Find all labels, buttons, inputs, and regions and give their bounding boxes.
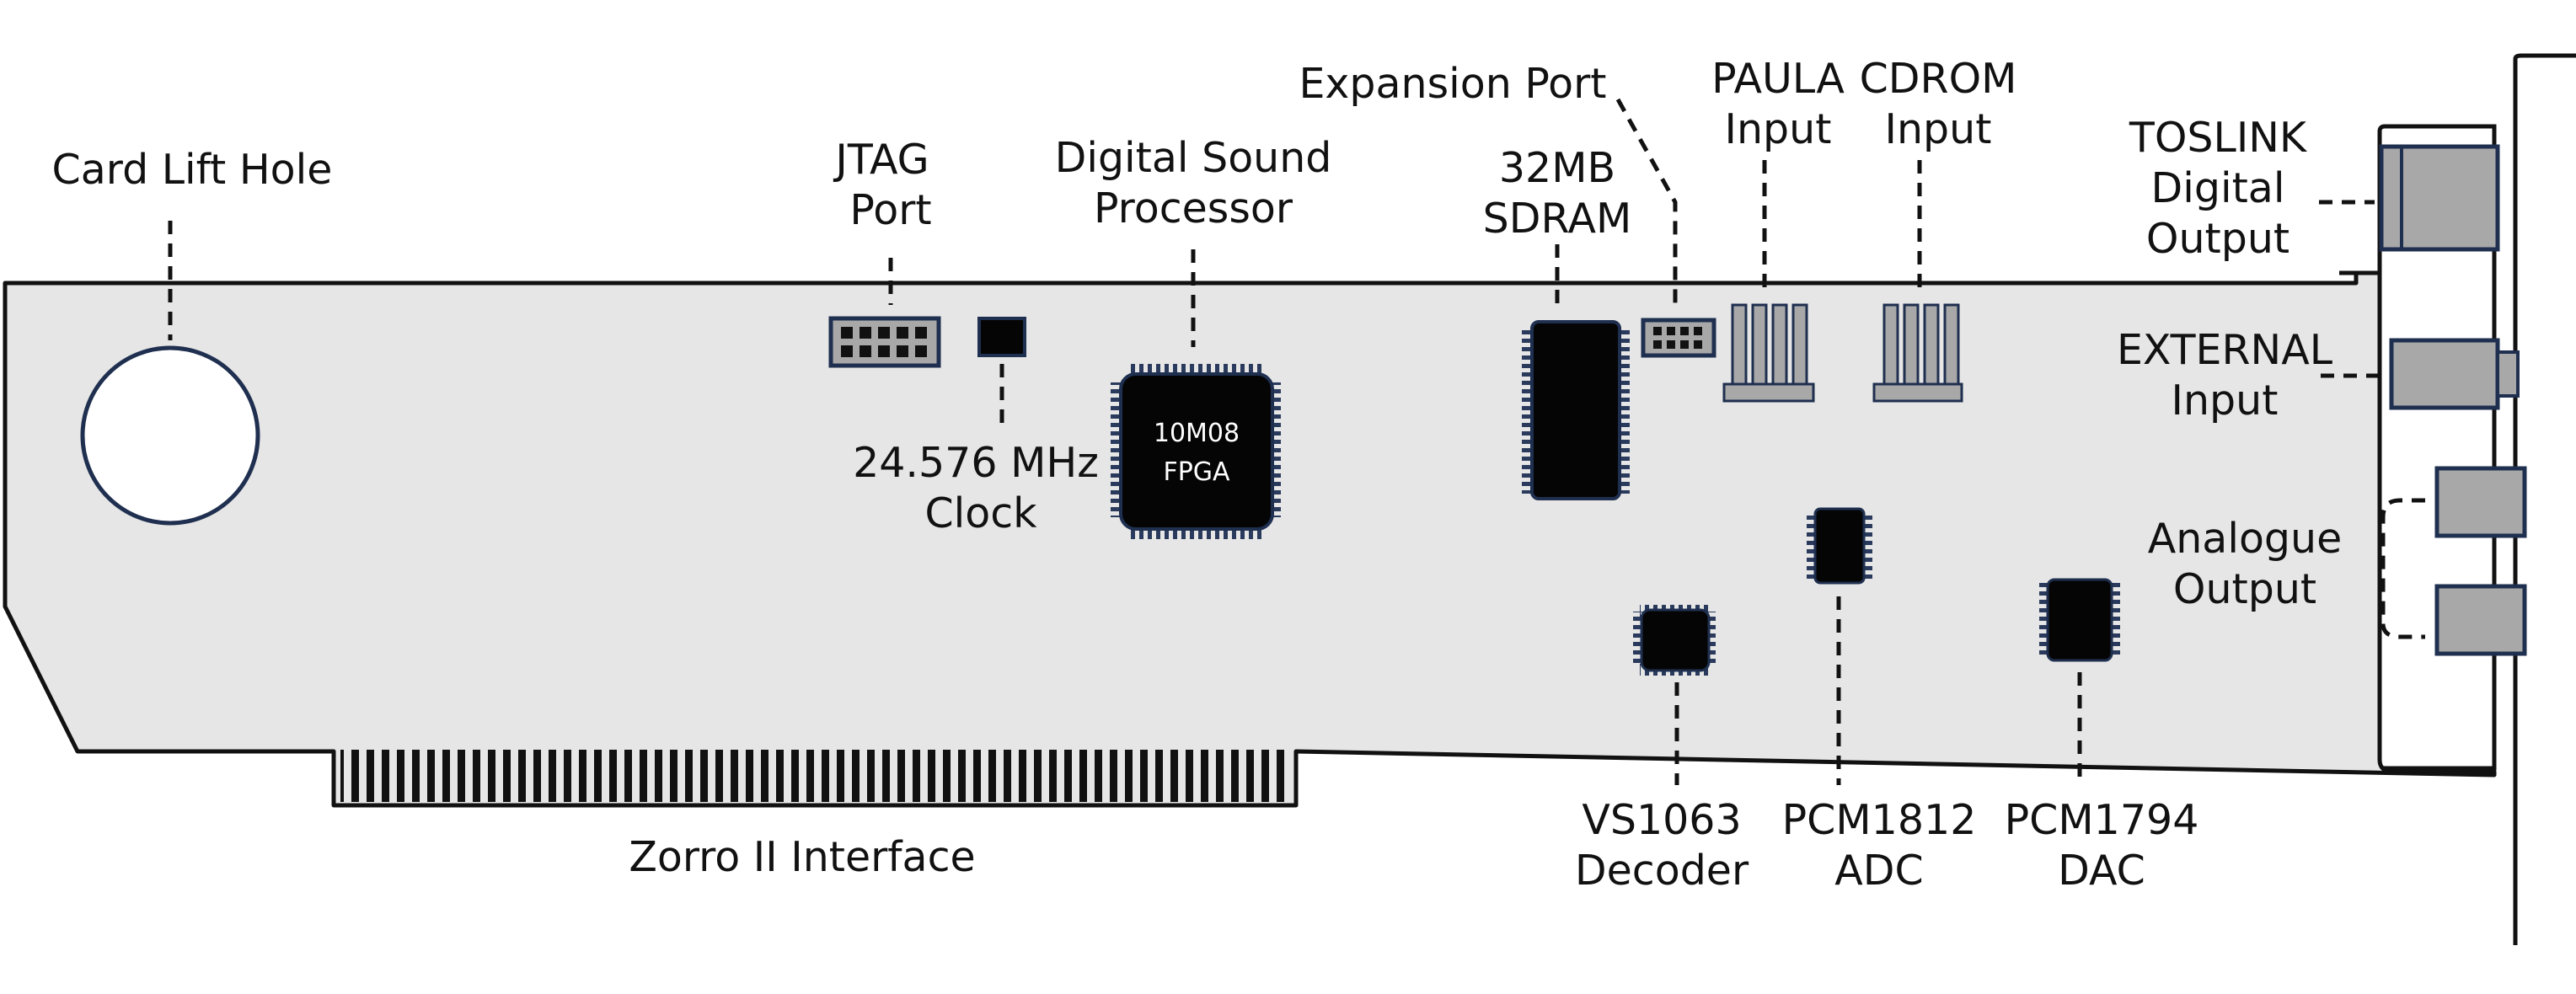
paula-input-header (1722, 303, 1815, 403)
label-paula-line2: Input (1725, 105, 1832, 153)
label-toslink-line1: TOSLINK (2129, 114, 2308, 162)
label-card-lift-hole: Card Lift Hole (52, 146, 333, 194)
label-vs1063-line1: VS1063 (1582, 796, 1741, 844)
label-analogue-line1: Analogue (2148, 515, 2343, 563)
label-zorro-interface: Zorro II Interface (629, 833, 975, 881)
pcm1812-chip (1807, 507, 1872, 585)
label-toslink-line3: Output (2146, 215, 2289, 263)
label-external-line1: EXTERNAL (2117, 326, 2333, 374)
label-paula-line1: PAULA (1711, 55, 1845, 103)
label-cdrom-line2: Input (1885, 105, 1992, 153)
label-expansion-port: Expansion Port (1299, 60, 1606, 108)
label-sdram-line1: 32MB (1499, 144, 1615, 192)
label-pcm1812-line2: ADC (1834, 847, 1923, 895)
analogue-output-jacks (2434, 466, 2527, 656)
cdrom-input-header (1872, 303, 1963, 403)
pcm1794-chip (2039, 578, 2120, 662)
toslink-connector (2379, 144, 2500, 252)
label-pcm1794-line2: DAC (2058, 847, 2145, 895)
label-dsp-line2: Processor (1094, 184, 1293, 232)
label-dsp-line1: Digital Sound (1055, 134, 1332, 182)
external-input-jack (2389, 338, 2520, 410)
label-clock-line2: Clock (924, 489, 1037, 537)
fpga-chip: 10M08 FPGA (1111, 364, 1281, 539)
label-vs1063-line2: Decoder (1575, 847, 1749, 895)
label-pcm1794-line1: PCM1794 (2005, 796, 2199, 844)
label-analogue-line2: Output (2173, 565, 2316, 613)
card-lift-hole (80, 345, 260, 526)
label-sdram-line2: SDRAM (1483, 195, 1632, 243)
clock-oscillator (977, 317, 1026, 357)
label-toslink-line2: Digital (2151, 164, 2285, 212)
vs1063-chip (1633, 605, 1716, 676)
label-clock-line1: 24.576 MHz (853, 439, 1099, 487)
sdram-chip (1522, 320, 1630, 500)
label-jtag-line2: Port (849, 186, 931, 234)
jtag-port (828, 316, 941, 368)
expansion-port (1641, 318, 1716, 358)
fpga-label-line2: FPGA (1163, 457, 1230, 487)
label-cdrom-line1: CDROM (1860, 55, 2017, 103)
fpga-label-line1: 10M08 (1154, 419, 1240, 448)
label-pcm1812-line1: PCM1812 (1782, 796, 1977, 844)
zorro-edge-connector (340, 750, 1291, 802)
label-external-line2: Input (2172, 377, 2279, 425)
label-jtag-line1: JTAG (833, 136, 929, 184)
